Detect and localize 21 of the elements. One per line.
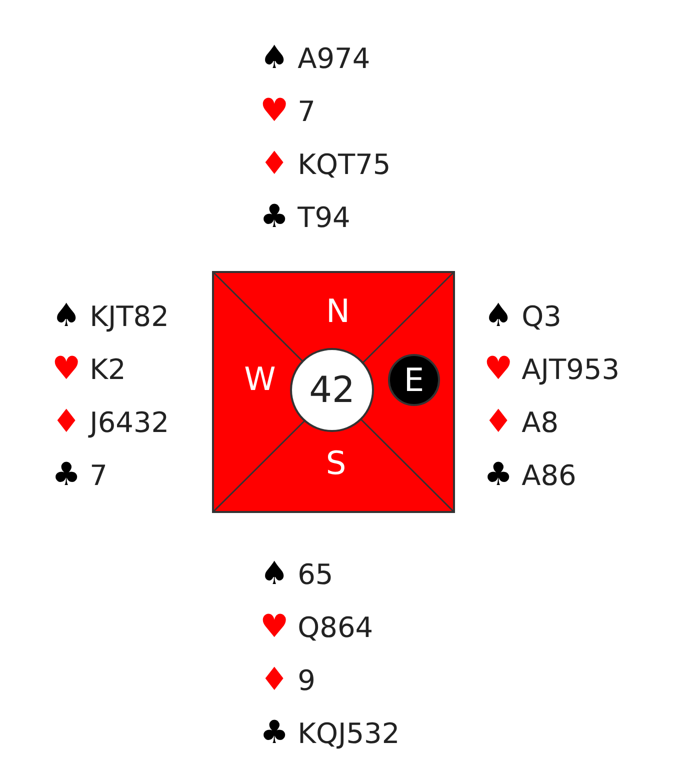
suit-holding: ♦ J6432 [52, 404, 170, 440]
suit-holding: ♠ A974 [260, 40, 370, 76]
dealer-marker: E [388, 354, 440, 406]
suit-holding: ♣ T94 [260, 199, 350, 235]
suit-holding: ♠ Q3 [484, 298, 562, 334]
suit-holding: ♠ 65 [260, 556, 334, 592]
suit-holding: ♥ 7 [260, 93, 316, 129]
compass-letter: W [243, 361, 277, 397]
suit-holding: ♦ A8 [484, 404, 559, 440]
suit-holding: ♥ K2 [52, 351, 126, 387]
compass-letter: S [324, 445, 348, 481]
suit-holding: ♦ KQT75 [260, 146, 391, 182]
suit-holding: ♦ 9 [260, 662, 316, 698]
suit-holding: ♠ KJT82 [52, 298, 169, 334]
suit-holding: ♥ AJT953 [484, 351, 620, 387]
suit-holding: ♣ 7 [52, 457, 108, 493]
suit-holding: ♥ Q864 [260, 609, 374, 645]
board-number-circle: 42 [290, 348, 374, 432]
suit-holding: ♣ KQJ532 [260, 715, 400, 751]
suit-holding: ♣ A86 [484, 457, 576, 493]
compass-letter: N [325, 293, 351, 329]
